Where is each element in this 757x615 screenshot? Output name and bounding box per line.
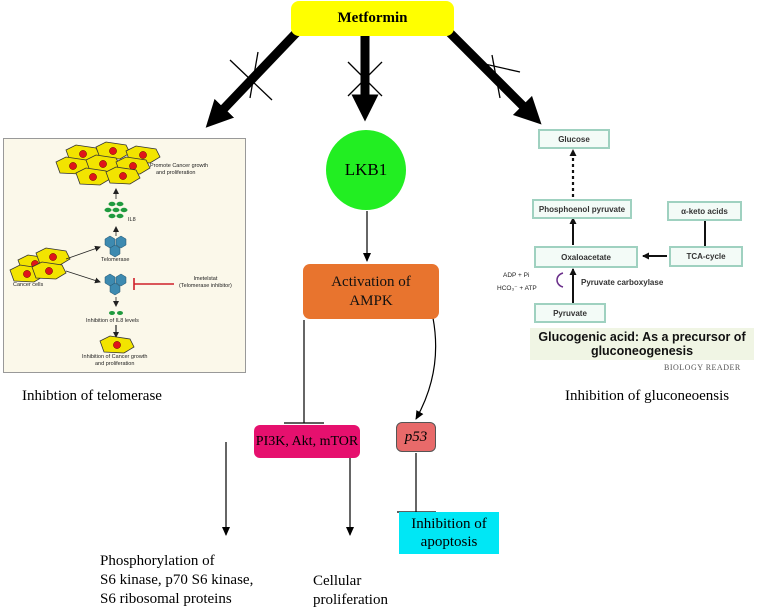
biology-reader-watermark: BIOLOGY READER [664,363,741,372]
adp-label: ADP + Pi [503,272,530,279]
glucogenic-banner: Glucogenic acid: As a precursor of gluco… [530,328,754,360]
prolif-line2: proliferation [313,592,388,608]
pep-box: Phosphoenol pyruvate [532,199,632,219]
telomerase-caption: Inhibtion of telomerase [22,388,162,404]
reduced-il8-dots [109,311,123,315]
pyruvate-box: Pyruvate [534,303,606,323]
inhibition-il8-label: Inhibition of IL8 levels [86,318,139,324]
telomerase-hexes [104,235,127,258]
gluconeogenesis-arrows [556,149,706,303]
metformin-to-gluconeogenesis-arrow [446,29,542,125]
apoptosis-label-line1: Inhibition of [411,516,487,532]
oxaloacetate-box: Oxaloacetate [534,246,638,268]
phosphorylation-caption: Phosphorylation of S6 kinase, p70 S6 kin… [100,552,253,609]
telomerase-illustration [9,141,174,354]
il8-label: IL8 [128,217,136,223]
il8-dots [104,201,128,219]
inhibited-telomerase-hexes [104,273,127,296]
keto-label: α-keto acids [681,206,728,216]
phospho-line1: Phosphorylation of [100,553,215,569]
ampk-label-line1: Activation of [331,273,411,290]
phospho-line3: S6 ribosomal proteins [100,591,232,607]
proliferation-caption: Cellular proliferation [313,572,388,610]
imetelstat-line1: Imetelstat [193,276,218,282]
pep-label: Phosphoenol pyruvate [538,204,626,214]
imetelstat-inhibition [133,278,174,290]
hco3-label: HCO₃⁻ + ATP [497,285,537,292]
p53-label: p53 [404,428,428,445]
imetelstat-label: Imetelstat (Telomerase inhibitor) [179,276,232,290]
tca-label: TCA-cycle [686,252,726,261]
tca-cycle-box: TCA-cycle [669,246,743,267]
metformin-to-telomerase-arrow [205,27,302,128]
inhibition-growth-line1: Inhibition of Cancer growth [82,354,148,360]
telomerase-label: Telomerase [101,257,130,263]
promote-line2: and proliferation [156,170,196,176]
banner-line1: Glucogenic acid: As a precursor of [538,330,746,344]
inhibition-growth-line2: and proliferation [94,361,135,367]
ampk-inhibits-pi3k [284,320,324,424]
ampk-to-p53-arrow [415,317,437,420]
imetelstat-line2: (Telomerase inhibitor) [179,283,232,289]
p53-inhibits-apoptosis [397,453,436,513]
glucose-box: Glucose [538,129,610,149]
cancer-cells-label: Cancer cells [13,282,44,288]
gluconeogenesis-caption: Inhibition of gluconeoensis [565,388,730,404]
glucose-label: Glucose [558,134,590,144]
pyruvate-label: Pyruvate [553,308,587,318]
inhibition-growth-label: Inhibition of Cancer growth and prolifer… [82,354,147,368]
prolif-line1: Cellular [313,573,362,589]
banner-line2: gluconeogenesis [590,344,694,358]
carboxylase-label: Pyruvate carboxylase [581,278,664,287]
pi3k-label: PI3K, Akt, mTOR [255,433,359,449]
p53-node: p53 [396,422,436,452]
keto-acids-box: α-keto acids [667,201,742,221]
lkb1-label: LKB1 [344,160,388,179]
phospho-line2: S6 kinase, p70 S6 kinase, [100,572,254,588]
proliferating-cells-cluster [55,141,161,186]
metformin-node: Metformin [291,1,454,36]
gluconeogenesis-panel: Glucose Phosphoenol pyruvate α-keto acid… [497,125,755,372]
apoptosis-label-line2: apoptosis [420,534,478,550]
metformin-label: Metformin [337,10,408,26]
metformin-to-lkb1-arrow [347,36,383,122]
ampk-label-line2: AMPK [349,292,393,309]
ampk-node: Activation of AMPK [303,264,439,319]
inhibition-of-apoptosis-node: Inhibition of apoptosis [399,512,499,554]
inhibited-cells [99,335,135,354]
promote-growth-label: Promote Cancer growth and proliferation [150,163,208,177]
pi3k-akt-mtor-node: PI3K, Akt, mTOR [254,425,360,458]
promote-line1: Promote Cancer growth [150,163,209,169]
lkb1-node: LKB1 [326,130,406,210]
cancer-cells [9,247,71,283]
telomerase-panel: Promote Cancer growth and proliferation … [3,138,246,373]
oxaloacetate-label: Oxaloacetate [561,252,611,262]
